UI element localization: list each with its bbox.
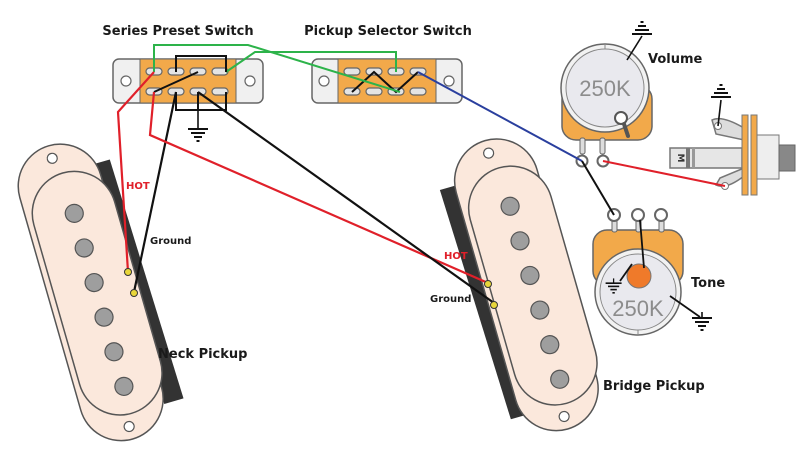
pole-piece <box>500 196 520 216</box>
volume-pot: 250K <box>560 43 653 168</box>
pot-lug <box>631 208 645 222</box>
solder-point <box>124 268 132 276</box>
tone-value: 250K <box>612 296 664 321</box>
screw-hole <box>318 75 330 87</box>
bridge-hot-wire <box>148 91 489 285</box>
bridge-ground-label: Ground <box>430 294 471 305</box>
selector-jumper-wire <box>351 70 419 94</box>
pot-lug <box>614 111 628 125</box>
switch-lug <box>211 87 229 96</box>
pole-piece <box>114 376 134 396</box>
solder-point <box>490 301 498 309</box>
tone-ground-wire <box>669 295 701 318</box>
black-jumper <box>153 71 199 93</box>
output-jack: M <box>669 114 796 196</box>
pole-piece <box>104 342 124 362</box>
jack-mark: M <box>675 154 685 163</box>
bridge-pickup-cover <box>467 165 598 406</box>
solder-point <box>484 280 492 288</box>
pole-piece <box>64 203 84 223</box>
pole-piece <box>94 307 114 327</box>
jack-ground-wire <box>717 99 722 127</box>
screw-hole <box>120 75 132 87</box>
black-jumper <box>175 92 227 111</box>
mounting-hole <box>558 410 570 423</box>
ground-icon <box>631 21 653 35</box>
pole-piece <box>540 335 560 355</box>
bridge-pickup-label: Bridge Pickup <box>603 379 705 394</box>
pole-piece <box>74 238 94 258</box>
screw-hole <box>443 75 455 87</box>
switch-body <box>337 58 437 104</box>
switch-lug <box>365 87 383 96</box>
ground-icon <box>710 84 732 98</box>
neck-pickup <box>17 143 184 442</box>
screw-hole <box>244 75 256 87</box>
pole-piece <box>84 272 104 293</box>
mounting-hole <box>123 420 135 433</box>
pole-piece <box>520 265 540 286</box>
ground-icon <box>187 122 209 142</box>
pickup-selector-switch <box>311 58 463 104</box>
solder-point <box>130 289 138 297</box>
blue-wire <box>417 71 583 162</box>
ground-icon <box>691 311 713 331</box>
volume-ground-wire <box>626 35 643 61</box>
neck-hot-wire <box>116 71 155 273</box>
selector-switch-label: Pickup Selector Switch <box>304 24 472 39</box>
tone-pot: 250K <box>592 208 684 336</box>
pole-piece <box>510 231 530 251</box>
tone-cap-ground-wire <box>619 263 633 282</box>
pot-lug <box>654 208 668 222</box>
neck-pickup-cover <box>31 170 163 416</box>
green-wire <box>225 51 397 73</box>
tone-cap-wire <box>639 219 645 269</box>
switch-lug <box>409 87 427 96</box>
switch-body <box>139 58 237 104</box>
output-hot-wire <box>602 160 726 187</box>
bridge-pickup <box>439 138 599 432</box>
volume-tone-wire <box>581 160 615 216</box>
switch-lug <box>343 67 361 76</box>
volume-label: Volume <box>648 52 703 67</box>
mounting-hole <box>483 147 495 159</box>
neck-pickup-label: Neck Pickup <box>158 347 247 362</box>
black-jumper <box>175 55 227 72</box>
tone-capacitor <box>626 263 652 289</box>
neck-ground-label: Ground <box>150 236 191 247</box>
volume-value: 250K <box>579 76 631 101</box>
series-switch-label: Series Preset Switch <box>102 24 253 39</box>
pole-piece <box>550 369 570 389</box>
series-preset-switch <box>112 58 264 104</box>
bridge-hot-label: HOT <box>444 251 468 262</box>
neck-ground-wire <box>132 91 178 293</box>
bridge-ground-wire <box>197 91 495 304</box>
green-wire <box>153 44 401 93</box>
pole-piece <box>530 300 550 320</box>
neck-hot-label: HOT <box>126 181 150 192</box>
tone-label: Tone <box>691 276 725 291</box>
mounting-hole <box>46 152 58 164</box>
